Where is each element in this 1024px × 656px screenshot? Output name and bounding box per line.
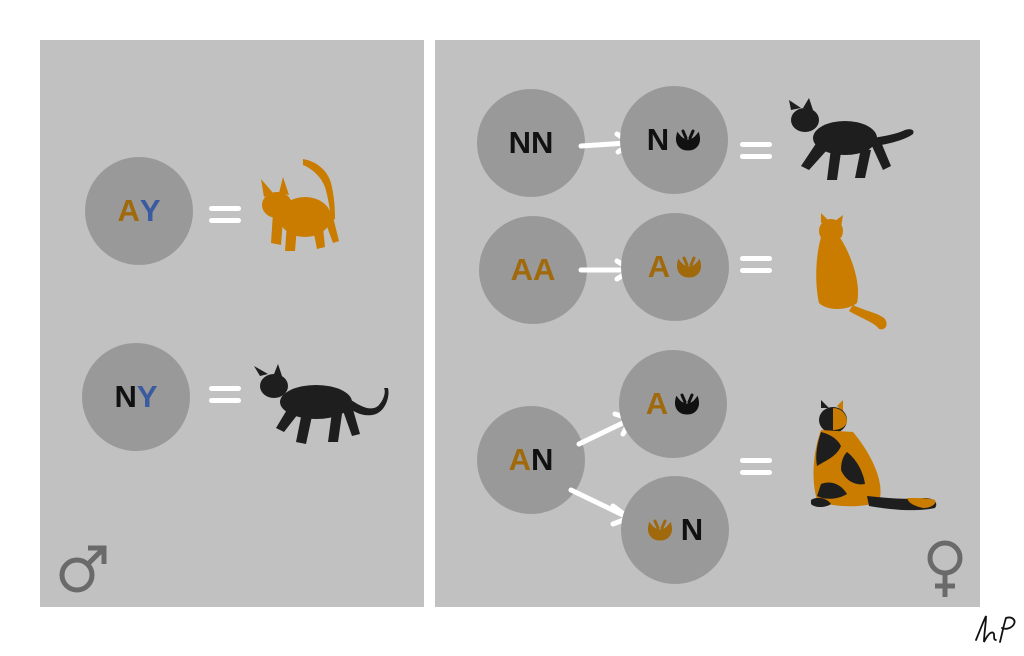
black-cat-icon: [789, 98, 914, 180]
active-allele-n: N: [646, 122, 670, 157]
allele-a: A: [510, 252, 533, 287]
x-inactivation-circle-n: N: [620, 86, 728, 194]
allele-a: A: [533, 252, 556, 287]
calico-cat-icon: [811, 400, 937, 511]
x-inactivation-circle-n-active: N: [621, 476, 729, 584]
equals-icon: [740, 256, 772, 273]
allele-n: N: [531, 125, 554, 160]
inactivated-x-icon: [676, 129, 701, 151]
equals-icon: [209, 386, 241, 403]
inactivated-x-icon: [675, 393, 700, 415]
signature-logo: [975, 615, 1016, 643]
allele-a: A: [508, 442, 531, 477]
female-symbol-icon: [927, 540, 963, 597]
active-allele-n: N: [680, 512, 704, 547]
allele-a: A: [117, 193, 140, 228]
inactivated-x-icon: [647, 519, 672, 541]
orange-cat-icon: [816, 213, 887, 330]
equals-icon: [740, 458, 772, 475]
orange-cat-icon: [261, 159, 339, 251]
male-symbol-icon: [59, 545, 107, 593]
allele-n: N: [508, 125, 531, 160]
allele-n: N: [114, 379, 137, 414]
equals-icon: [740, 142, 772, 159]
black-cat-icon: [254, 364, 389, 444]
inactivated-x-icon: [677, 256, 702, 278]
active-allele-a: A: [645, 386, 669, 421]
allele-y: Y: [136, 379, 158, 414]
equals-icon: [209, 206, 241, 223]
x-inactivation-circle-a: A: [621, 213, 729, 321]
x-inactivation-circle-a-active: A: [619, 350, 727, 458]
allele-n: N: [531, 442, 554, 477]
active-allele-a: A: [647, 249, 671, 284]
allele-y: Y: [139, 193, 161, 228]
